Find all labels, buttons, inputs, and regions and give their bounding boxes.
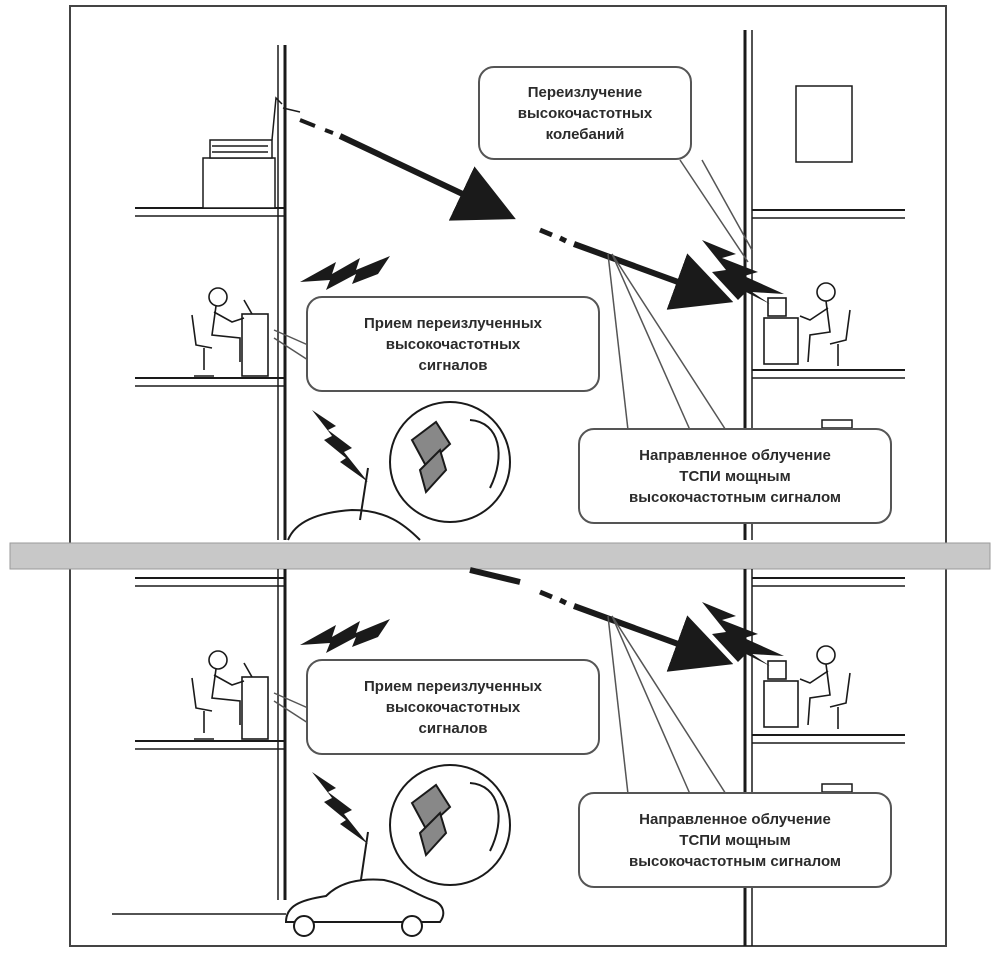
separator-band [9, 542, 991, 570]
lightning-bolt-icon [312, 410, 368, 482]
callout-line: Прием переизлученных [364, 314, 542, 332]
callout-line: колебаний [545, 125, 625, 143]
irradiation-callout: Направленное облучение ТСПИ мощным высок… [578, 792, 892, 888]
dash-dot-arrow-icon [469, 567, 521, 585]
lightning-bolt-icon [312, 772, 368, 844]
callout-line: сигналов [418, 356, 488, 374]
lightning-bolt-icon [702, 240, 784, 304]
transmitter-equipment-icon [202, 96, 301, 209]
callout-line: высокочастотных [517, 104, 653, 122]
callout-line: сигналов [418, 719, 488, 737]
car-icon [284, 878, 445, 937]
callout-line: ТСПИ мощным [679, 467, 791, 485]
car-icon [287, 508, 421, 541]
callout-line: Направленное облучение [639, 446, 831, 464]
dash-dot-arrow-icon [299, 118, 516, 221]
reception-callout: Прием переизлученных высокочастотных сиг… [306, 659, 600, 755]
callout-line: Прием переизлученных [364, 677, 542, 695]
window [795, 85, 853, 163]
seated-operator-icon [763, 282, 851, 366]
lightning-bolt-icon [300, 619, 390, 653]
car-driver-receiver-icon [389, 764, 511, 886]
callout-pointer [273, 159, 753, 453]
diagram-frame [69, 5, 947, 947]
bottom-panel [112, 567, 905, 946]
car-driver-receiver-icon [389, 401, 511, 523]
right-building [743, 569, 905, 946]
lightning-bolt-icon [702, 602, 784, 666]
left-building [135, 569, 287, 900]
lightning-bolt-icon [300, 256, 390, 290]
callout-line: высокочастотным сигналом [628, 852, 842, 870]
dash-dot-arrow-icon [539, 227, 734, 310]
seated-operator-icon [763, 645, 851, 729]
callout-line: высокочастотных [385, 335, 521, 353]
callout-line: высокочастотным сигналом [628, 488, 842, 506]
irradiation-callout: Направленное облучение ТСПИ мощным высок… [578, 428, 892, 524]
dash-dot-arrow-icon [539, 589, 734, 672]
callout-line: Переизлучение [527, 83, 643, 101]
seated-operator-icon [191, 287, 269, 377]
top-panel [135, 30, 905, 541]
reradiation-callout: Переизлучение высокочастотных колебаний [478, 66, 692, 160]
callout-line: ТСПИ мощным [679, 831, 791, 849]
callout-line: Направленное облучение [639, 810, 831, 828]
callout-pointer [273, 615, 741, 817]
reception-callout: Прием переизлученных высокочастотных сиг… [306, 296, 600, 392]
callout-line: высокочастотных [385, 698, 521, 716]
seated-operator-icon [191, 650, 269, 740]
